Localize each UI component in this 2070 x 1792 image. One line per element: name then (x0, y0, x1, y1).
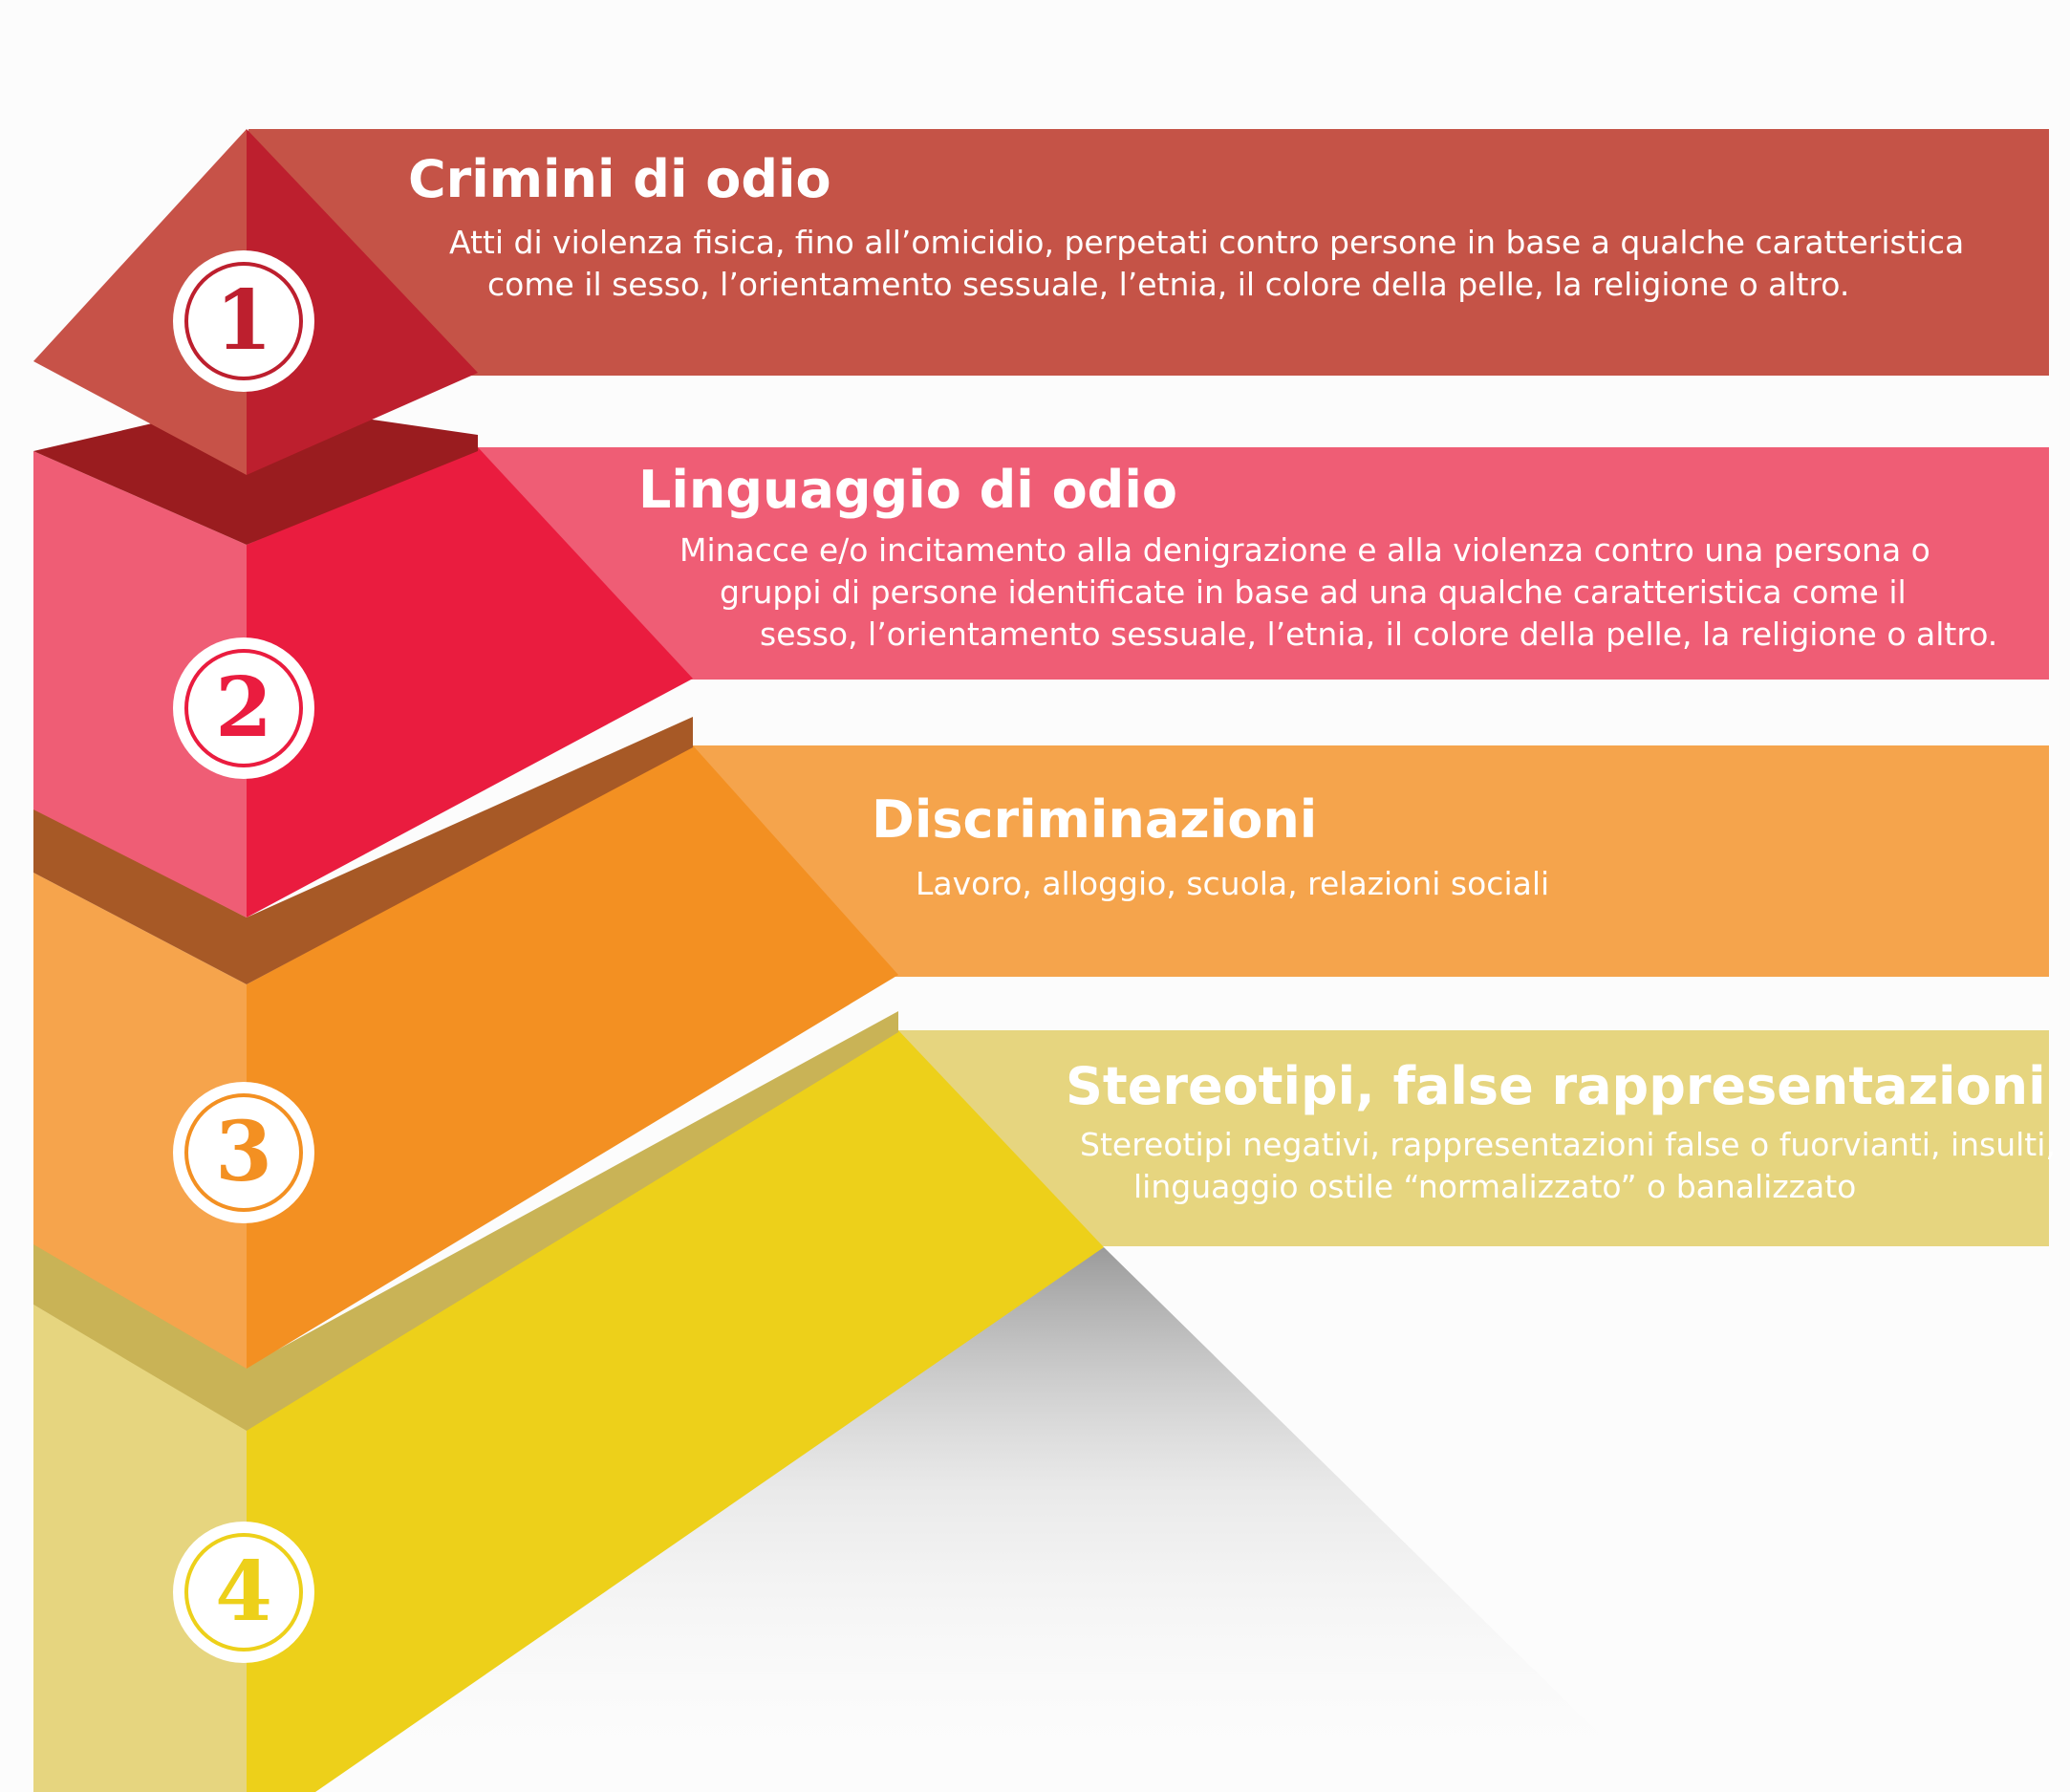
level-2-description-line: sesso, l’orientamento sessuale, l’etnia,… (760, 615, 1998, 653)
level-3-title: Discriminazioni (872, 789, 1318, 850)
level-1-band (248, 129, 2049, 376)
level-2-face-right (247, 447, 693, 918)
level-4-number-badge: 4 (173, 1522, 314, 1663)
level-4-band (879, 1030, 2049, 1246)
level-2-number-badge: 2 (173, 637, 314, 779)
level-2-band (478, 447, 2049, 680)
ledge-2 (33, 717, 693, 984)
level-2-description-line: Minacce e/o incitamento alla denigrazion… (679, 531, 1930, 569)
level-4-description: Stereotipi negativi, rappresentazioni fa… (1080, 1124, 2056, 1208)
level-4-description-line: Stereotipi negativi, rappresentazioni fa… (1080, 1126, 2056, 1163)
level-3-face-left (33, 873, 247, 1369)
level-3-description: Lavoro, alloggio, scuola, relazioni soci… (916, 863, 1549, 905)
level-3-number: 3 (184, 1093, 303, 1212)
level-4-description-line: linguaggio ostile “normalizzato” o banal… (1133, 1168, 1857, 1205)
level-3-band (679, 745, 2049, 977)
level-4-face-right (247, 1030, 1104, 1792)
level-1-description-line: Atti di violenza fisica, fino all’omicid… (449, 224, 1965, 261)
level-1-description: Atti di violenza fisica, fino all’omicid… (449, 222, 1964, 306)
level-3-description-line: Lavoro, alloggio, scuola, relazioni soci… (916, 865, 1550, 902)
level-4-number: 4 (184, 1533, 303, 1652)
level-2-title: Linguaggio di odio (638, 460, 1177, 520)
level-3-face-right (247, 745, 898, 1369)
level-2-description: Minacce e/o incitamento alla denigrazion… (679, 529, 1997, 656)
level-2-face-left (33, 451, 247, 918)
level-1-number-badge: 1 (173, 250, 314, 392)
pyramid-shadow (248, 1247, 1639, 1792)
level-1-number: 1 (184, 262, 303, 380)
level-3-number-badge: 3 (173, 1082, 314, 1223)
ledge-1 (33, 401, 478, 545)
level-2-number: 2 (184, 649, 303, 767)
level-2-description-line: gruppi di persone identificate in base a… (720, 573, 1907, 611)
level-1-title: Crimini di odio (408, 149, 831, 209)
level-1-face-right (247, 129, 478, 475)
level-4-face-left (33, 1305, 247, 1792)
level-1-description-line: come il sesso, l’orientamento sessuale, … (487, 266, 1850, 303)
level-4-title: Stereotipi, false rappresentazioni (1066, 1056, 2046, 1116)
level-1-face-left (33, 129, 247, 475)
